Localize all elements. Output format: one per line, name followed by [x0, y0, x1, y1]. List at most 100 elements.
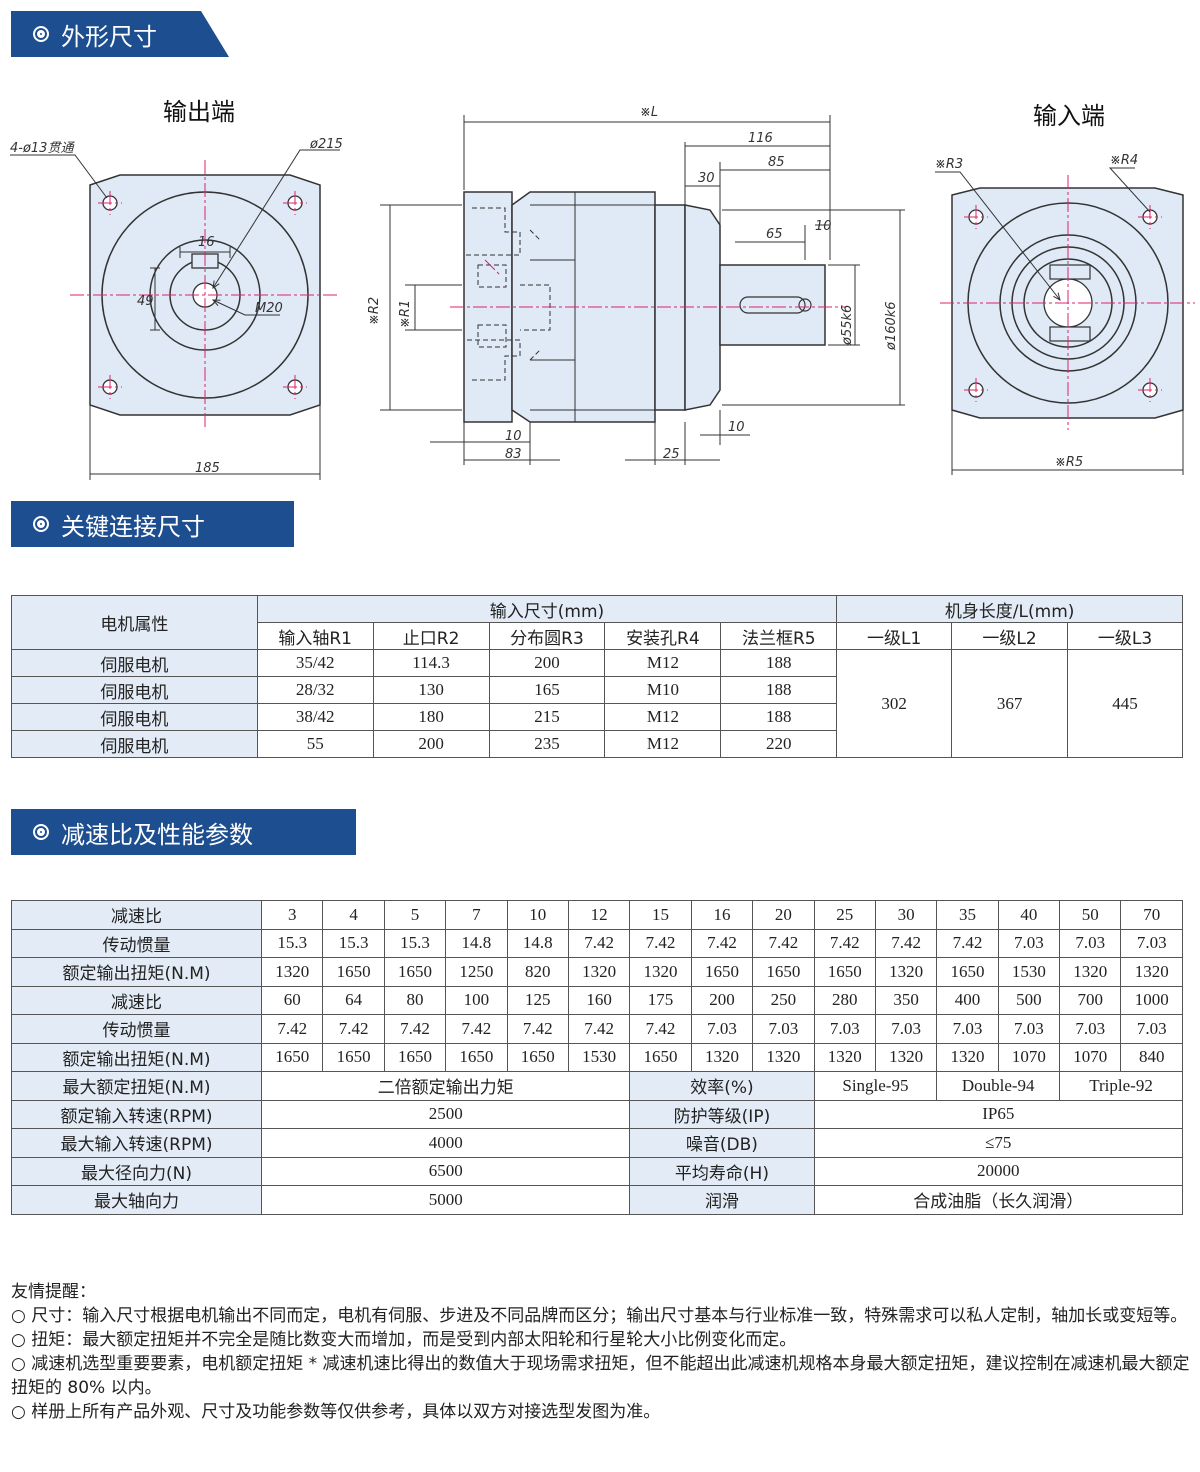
cell: 200: [488, 649, 606, 677]
row-label: 最大径向力(N): [10, 1156, 263, 1186]
cell: 10: [506, 900, 569, 930]
cell: 250: [752, 985, 815, 1015]
cell: Double-94: [936, 1071, 1061, 1101]
col-header: 一级L2: [951, 622, 1069, 650]
row-label: 润滑: [629, 1185, 815, 1215]
cell: 1530: [997, 957, 1061, 987]
dim-d55: ø55k6: [840, 305, 855, 346]
cell: 7.03: [1120, 928, 1183, 958]
input-end-view: ※R3 ※R4 ※R5: [935, 153, 1195, 475]
cell: 1650: [936, 957, 999, 987]
dim-116: 116: [748, 131, 773, 146]
col-header: 法兰框R5: [720, 622, 838, 650]
cell: 5000: [261, 1185, 631, 1215]
cell: 7.42: [567, 1014, 631, 1044]
cell: 700: [1059, 985, 1122, 1015]
cell: 7.03: [1059, 1014, 1122, 1044]
dim-w16: 16: [198, 235, 215, 250]
table-row: 伺服电机 55 200 235 M12 220: [11, 730, 1183, 758]
cell: 125: [506, 985, 569, 1015]
cell: 1320: [1059, 957, 1122, 987]
cell: 350: [874, 985, 938, 1015]
cell: 40: [997, 900, 1061, 930]
cell: 180: [372, 703, 490, 731]
cell: 60: [261, 985, 324, 1015]
cell: 64: [322, 985, 385, 1015]
row-label: 传动惯量: [10, 928, 263, 958]
cell: 2500: [261, 1099, 631, 1129]
cell: 188: [720, 676, 838, 704]
length-L1: 302: [836, 649, 953, 758]
dim-d160: ø160k6: [884, 301, 899, 351]
cell: 235: [488, 730, 606, 758]
cell: M12: [604, 649, 722, 677]
cell: 7.42: [936, 928, 999, 958]
cell: 7.42: [813, 928, 876, 958]
note-item: ○ 样册上所有产品外观、尺寸及功能参数等仅供参考，具体以双方对接选型发图为准。: [11, 1402, 661, 1422]
cell: 7.42: [261, 1014, 324, 1044]
row-label: 额定输出扭矩(N.M): [10, 957, 263, 987]
cell: 1650: [322, 957, 385, 987]
cell: 5: [383, 900, 447, 930]
cell: 12: [567, 900, 631, 930]
length-L2: 367: [951, 649, 1069, 758]
note-item: ○ 减速机选型重要要素，电机额定扭矩 * 减速机速比得出的数值大于现场需求扭矩，…: [11, 1354, 1190, 1398]
cell: 合成油脂（长久润滑）: [813, 1185, 1184, 1215]
col-header: 一级L3: [1067, 622, 1183, 650]
input-end-label: 输入端: [1033, 102, 1105, 130]
section-title: 外形尺寸: [61, 22, 157, 51]
section-title: 减速比及性能参数: [61, 820, 253, 849]
cell: 30: [874, 900, 938, 930]
cell: 1650: [690, 957, 754, 987]
cell: 7.03: [1059, 928, 1122, 958]
cell: IP65: [813, 1099, 1184, 1129]
cell: 188: [720, 649, 838, 677]
cell: 7.03: [752, 1014, 815, 1044]
row-label: 噪音(DB): [629, 1128, 815, 1158]
row-label: 传动惯量: [10, 1014, 263, 1044]
cell: 7: [445, 900, 508, 930]
note-item: ○ 尺寸：输入尺寸根据电机输出不同而定，电机有伺服、步进及不同品牌而区分；输出尺…: [11, 1306, 1188, 1326]
dim-h49: 49: [137, 294, 154, 309]
ring-icon: [33, 26, 49, 42]
cell: 50: [1059, 900, 1122, 930]
row-label: 伺服电机: [11, 730, 258, 758]
cell: 70: [1120, 900, 1183, 930]
length-L3: 445: [1067, 649, 1183, 758]
cell: 7.42: [629, 1014, 692, 1044]
cell: 160: [567, 985, 631, 1015]
dim-25: 25: [663, 447, 680, 462]
cell: M12: [604, 703, 722, 731]
ring-icon: [33, 824, 49, 840]
col-motor: 电机属性: [11, 595, 258, 650]
cell: 7.03: [997, 1014, 1061, 1044]
cell: 280: [813, 985, 876, 1015]
cell: 1650: [629, 1042, 692, 1072]
cell: 7.03: [997, 928, 1061, 958]
cell: 1320: [1120, 957, 1183, 987]
section-banner-performance: 减速比及性能参数: [11, 809, 356, 855]
row-label: 额定输出扭矩(N.M): [10, 1042, 263, 1072]
cell: 1320: [874, 1042, 938, 1072]
note-item: ○ 扭矩：最大额定扭矩并不完全是随比数变大而增加，而是受到内部太阳轮和行星轮大小…: [11, 1330, 797, 1350]
col-header: 一级L1: [836, 622, 953, 650]
cell: 25: [813, 900, 876, 930]
cell: 14.8: [445, 928, 508, 958]
cell: 1530: [567, 1042, 631, 1072]
col-header: 止口R2: [372, 622, 490, 650]
cell: 820: [506, 957, 569, 987]
cell: 1650: [383, 957, 447, 987]
cell: 7.42: [874, 928, 938, 958]
cell: 7.03: [690, 1014, 754, 1044]
cell: 55: [256, 730, 374, 758]
dim-R2: ※R2: [367, 297, 382, 325]
dim-30: 30: [698, 171, 715, 186]
notes: 友情提醒： ○ 尺寸：输入尺寸根据电机输出不同而定，电机有伺服、步进及不同品牌而…: [11, 1280, 1191, 1424]
connection-table: 电机属性 输入尺寸(mm) 机身长度/L(mm) 输入轴R1 止口R2 分布圆R…: [11, 595, 1183, 758]
side-view: ※L 116 85 30 65 10 ※R2 ※R1 ø55k6 ø160k6 …: [367, 105, 905, 465]
